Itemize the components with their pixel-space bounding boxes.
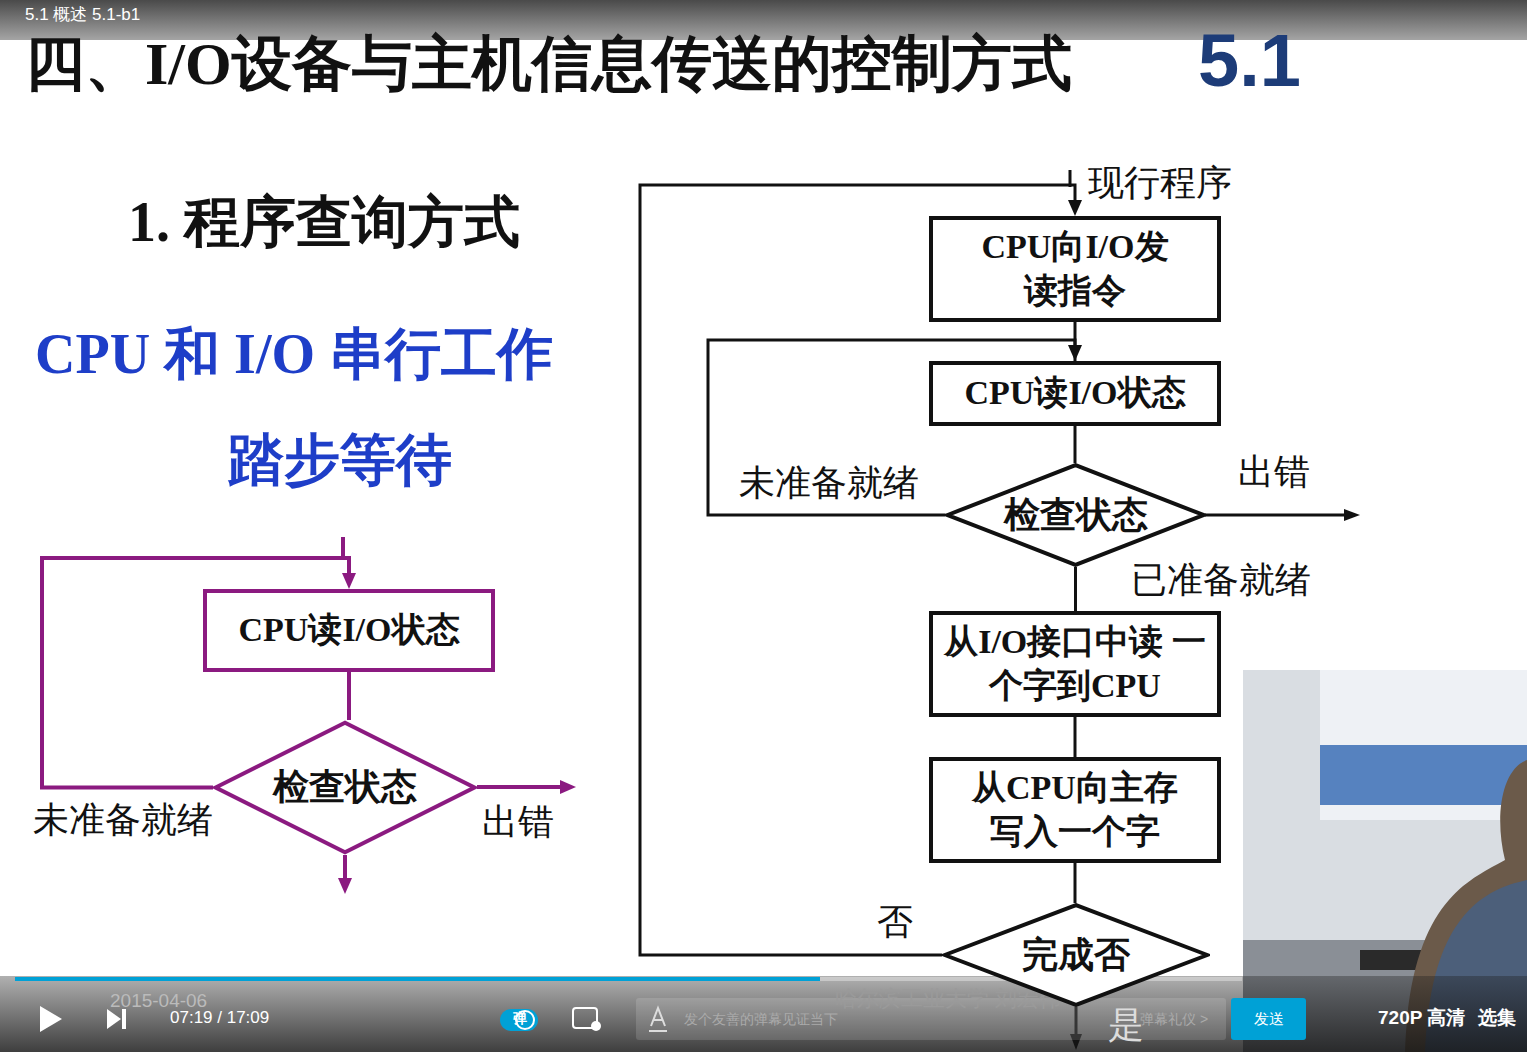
connector [1075,717,1076,757]
edge-label: 未准备就绪 [30,800,216,841]
next-icon-bar [122,1009,126,1029]
arrow-head [1068,345,1082,361]
error-exit-line [1205,514,1346,517]
toggle-text: 弹 [513,1010,527,1026]
node-text: CPU读I/O状态 [965,371,1186,415]
connector [1075,863,1076,903]
decision-diamond: 完成否 [942,903,1210,1007]
video-title: 5.1 概述 5.1-b1 [25,5,140,25]
connector [1075,426,1076,463]
font-icon [649,1008,667,1031]
diamond-shape [948,465,1204,565]
episode-menu: 选集 [1478,1007,1516,1029]
input-placeholder: 发个友善的弹幕见证当下 [684,1011,838,1027]
arrow-head [1344,509,1360,521]
edge-label: 已准备就绪 [1128,560,1314,601]
arrow-head [338,878,352,894]
entry-label: 现行程序 [1088,163,1232,204]
diamond-shape [945,905,1208,1005]
arrow-head [342,573,356,589]
watermark: 哈尔滨工业大学 刘宏伟 [835,986,1061,1011]
emphasis-note: 踏步等待 [228,428,452,492]
node-text: 完成否 [1022,932,1130,979]
ready-exit-line [343,855,347,880]
subheading: 1. 程序查询方式 [128,190,520,254]
settings-gear [591,1021,601,1031]
branch-label: 出错 [482,802,554,843]
node-text: CPU向I/O发 读指令 [968,225,1182,313]
edge-label: 否 [874,902,916,943]
decision-diamond: 检查状态 [945,463,1206,567]
play-icon [40,1006,62,1032]
process-box: CPU读I/O状态 [929,361,1221,426]
progress-played [15,977,820,981]
node-text: 检查状态 [1004,492,1148,539]
connector [349,672,350,720]
arrow-head [1068,200,1082,216]
branch-label: 出错 [1238,452,1310,493]
edge-label: 未准备就绪 [736,463,922,504]
send-button [1231,998,1306,1040]
time-display: 07:19 / 17:09 [170,1008,269,1028]
connector-line [347,672,351,720]
node-text: 从CPU向主存 写入一个字 [959,766,1191,854]
next-icon [107,1009,121,1029]
connector-line [1074,717,1077,757]
connector-line [1074,863,1077,903]
arrow-head [560,780,576,794]
process-box: 从I/O接口中读 一个字到CPU [929,611,1221,717]
webcam-sign [1320,670,1527,820]
node-text: 从I/O接口中读 一个字到CPU [939,620,1211,708]
danmaku-toggle [500,1009,538,1031]
error-exit-line [477,785,562,789]
connector-line [1074,426,1077,463]
process-box: CPU读I/O状态 [203,589,495,672]
process-box: CPU向I/O发 读指令 [929,216,1221,322]
branch-label: 是 [1108,1005,1144,1046]
section-number: 5.1 [1198,18,1301,103]
connector-line [1074,567,1077,611]
node-text: 检查状态 [273,764,417,811]
link-text: 弹幕礼仪 > [1140,1011,1208,1027]
webcam-sign-band [1320,745,1527,805]
quality-menu: 720P 高清 [1378,1007,1465,1029]
node-text: CPU读I/O状态 [239,608,460,652]
connector [1075,567,1076,611]
slide-title: 四、I/O设备与主机信息传送的控制方式 [25,30,1072,99]
emphasis-note: CPU 和 I/O 串行工作 [35,322,553,386]
decision-diamond: 检查状态 [213,720,477,855]
button-text: 发送 [1254,1010,1284,1027]
process-box: 从CPU向主存 写入一个字 [929,757,1221,863]
diamond-shape [216,723,475,853]
